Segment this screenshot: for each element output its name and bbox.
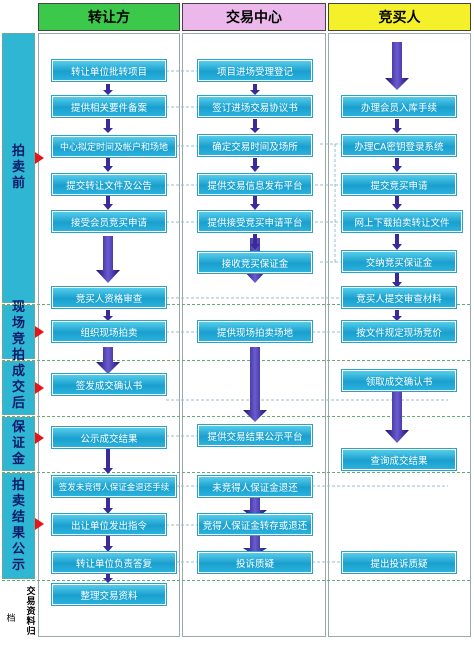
phase-marker-after (35, 382, 44, 394)
header-exchange-center: 交易中心 (182, 3, 326, 31)
box-submit-transfer-docs: 提交转让文件及公告 (52, 174, 166, 195)
box-sign-trade-agreement: 签订进场交易协议书 (198, 96, 312, 117)
phase-archive: 档交易资料归 (2, 581, 36, 637)
box-result-publicity-platform: 提供交易结果公示平台 (198, 425, 312, 446)
box-complaints-handling: 投诉质疑 (198, 552, 312, 573)
box-organize-records: 整理交易资料 (52, 584, 166, 605)
box-collect-deal-confirmation: 领取成交确认书 (342, 370, 456, 391)
box-member-registration: 办理会员入库手续 (342, 96, 456, 117)
box-document-filing: 提供相关要件备案 (52, 96, 166, 117)
phase-marker-deposit (35, 432, 44, 444)
header-bidder: 竞买人 (328, 3, 471, 31)
box-submit-review-materials: 竞买人提交审查材料 (342, 287, 456, 308)
phase-marker-bidding (35, 326, 44, 338)
box-publish-results: 公示成交结果 (52, 427, 166, 448)
box-ca-key-login: 办理CA密钥登录系统 (342, 135, 456, 156)
box-issue-deposit-refund: 签发未竞得人保证金退还手续 (52, 476, 176, 497)
box-schedule-account-venue: 中心拟定时间及帐户和场地 (52, 136, 176, 157)
box-bid-application-platform: 提供接受竞买申请平台 (198, 211, 312, 232)
box-bidder-qualification-review: 竞买人资格审查 (52, 287, 166, 308)
phase-before-auction: 拍卖前 (2, 33, 35, 303)
phase-separator (2, 472, 470, 473)
phase-marker-publicity (35, 518, 44, 530)
phase-separator (2, 416, 470, 417)
box-file-complaint: 提出投诉质疑 (342, 552, 456, 573)
phase-after-deal: 成交后 (2, 361, 35, 415)
phase-separator (2, 304, 470, 305)
box-info-publish-platform: 提供交易信息发布平台 (198, 174, 312, 195)
box-set-time-venue: 确定交易时间及场所 (198, 135, 312, 156)
phase-separator (2, 360, 470, 361)
box-check-results: 查询成交结果 (342, 449, 456, 470)
header-transferor: 转让方 (38, 3, 180, 31)
phase-deposit: 保证金 (2, 417, 35, 471)
box-pay-bid-deposit: 交纳竞买保证金 (342, 251, 456, 272)
phase-on-site-bidding: 现场竞拍 (2, 300, 35, 363)
box-on-site-bidding: 按文件规定现场竞价 (342, 321, 456, 342)
box-transferor-reply: 转让单位负责答复 (52, 552, 176, 573)
box-accept-bid-applications: 接受会员竞买申请 (52, 211, 166, 232)
box-issue-deal-confirmation: 签发成交确认书 (52, 374, 166, 395)
box-organize-auction: 组织现场拍卖 (52, 321, 166, 342)
box-refund-unsuccessful-deposit: 未竞得人保证金退还 (198, 476, 312, 497)
box-submit-bid-application: 提交竞买申请 (342, 174, 456, 195)
box-transfer-approval: 转让单位批转项目 (52, 60, 166, 81)
phase-separator (2, 580, 470, 581)
phase-marker-before (35, 152, 44, 164)
box-winner-deposit-transfer: 竞得人保证金转存或退还 (198, 514, 312, 535)
box-receive-deposit: 接收竞买保证金 (198, 252, 312, 273)
phase-result-publicity: 拍卖结果公示 (2, 473, 35, 579)
box-transferor-instruction: 出让单位发出指令 (52, 514, 166, 535)
box-project-registration: 项目进场受理登记 (198, 60, 312, 81)
box-auction-venue: 提供现场拍卖场地 (198, 321, 312, 342)
box-download-auction-docs: 网上下载拍卖转让文件 (342, 211, 462, 232)
